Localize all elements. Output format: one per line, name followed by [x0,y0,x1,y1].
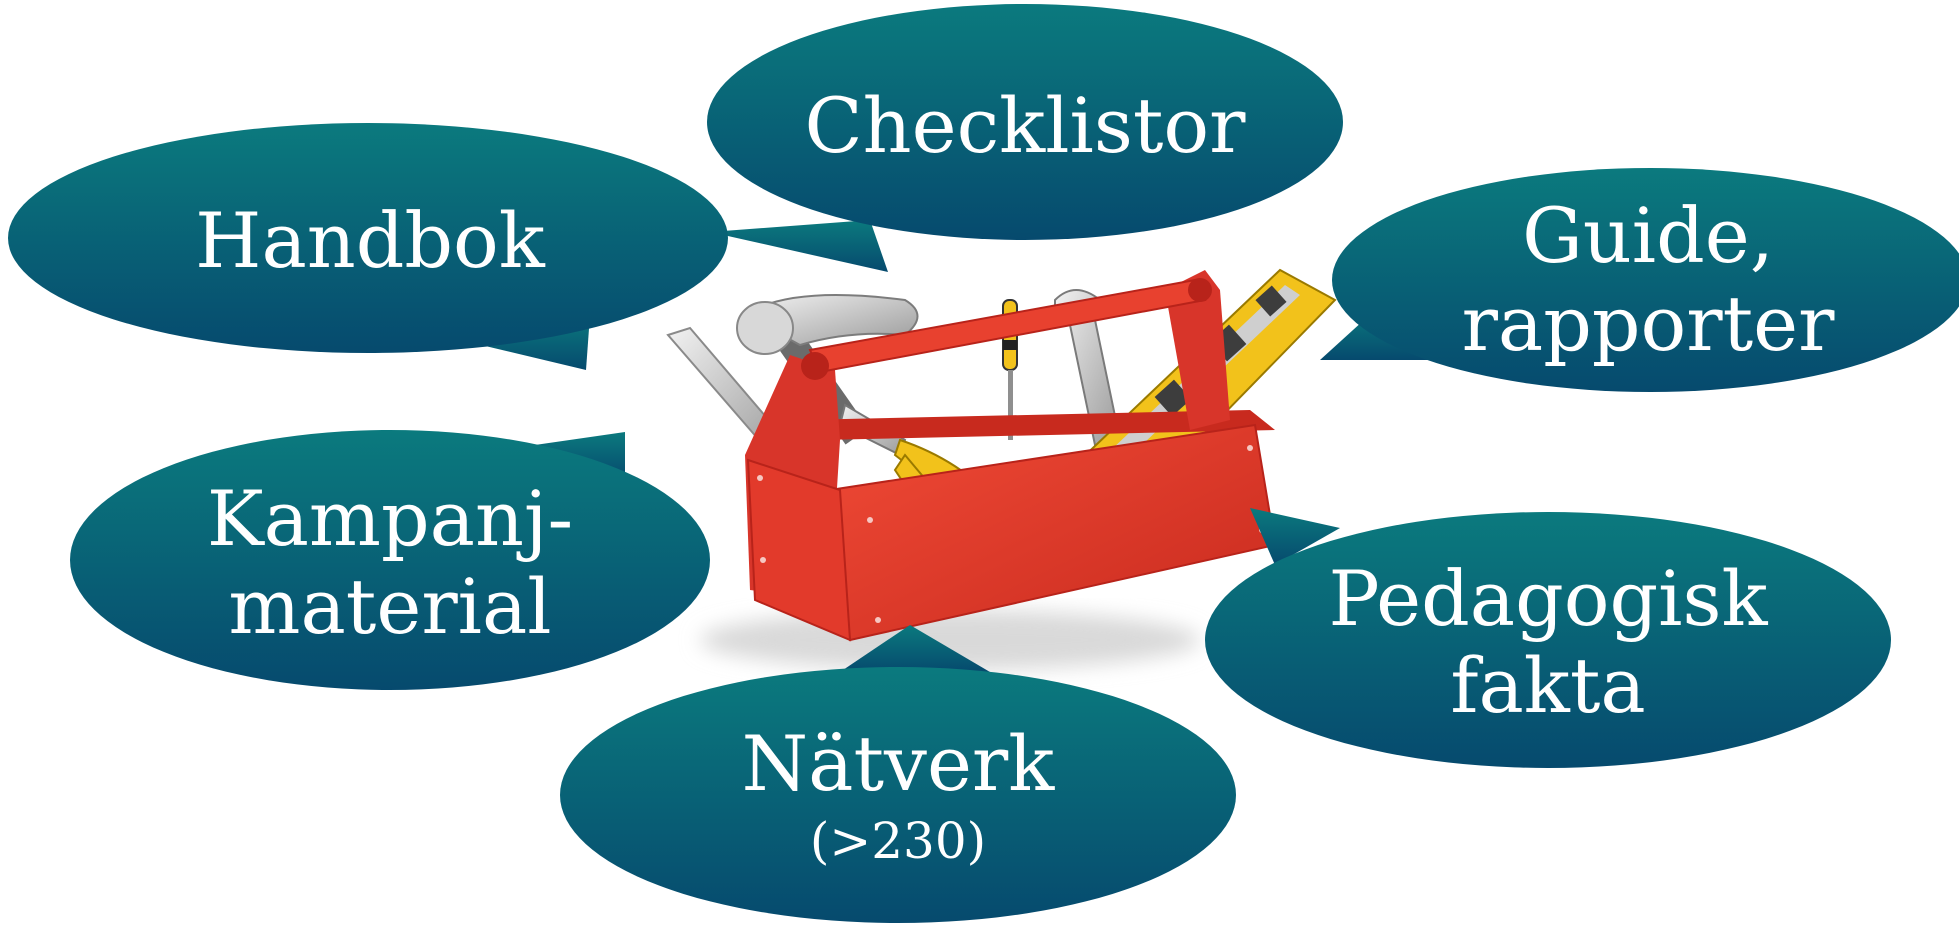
bubble-handbok-label: Handbok [195,196,546,285]
bubble-natverk-line2: (>230) [810,812,986,870]
bubble-handbok: Handbok [8,123,728,370]
bubble-kampanj-line2: material [228,562,551,651]
bubble-kampanj: Kampanj- material [70,430,710,690]
toolbox-icon [666,268,1337,670]
bubble-guide-line2: rapporter [1462,279,1836,368]
bubble-checklistor-label: Checklistor [805,81,1247,170]
bubble-guide-line1: Guide, [1522,191,1774,280]
bubble-pedagogisk-line1: Pedagogisk [1328,554,1768,643]
bubble-checklistor: Checklistor [707,4,1343,272]
wrench-icon [1054,289,1122,447]
bubble-pedagogisk-line2: fakta [1450,641,1645,730]
bubble-kampanj-line1: Kampanj- [207,474,573,563]
bubble-natverk: Nätverk (>230) [560,625,1236,923]
bubble-pedagogisk: Pedagogisk fakta [1205,508,1891,768]
toolbox-body [745,270,1277,642]
bubble-natverk-line1: Nätverk [742,719,1056,808]
bubble-guide: Guide, rapporter [1320,168,1959,392]
